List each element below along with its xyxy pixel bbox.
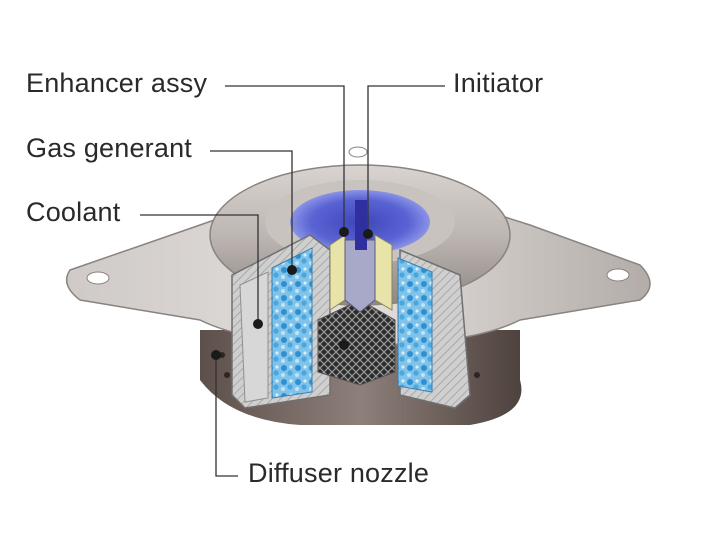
coolant-layer	[239, 271, 269, 403]
dot-mesh	[339, 340, 349, 350]
leader-diffuser	[215, 355, 238, 477]
dot-gas	[287, 265, 297, 275]
leader-lines	[140, 85, 445, 477]
label-initiator: Initiator	[453, 68, 544, 98]
dot-enhancer	[339, 227, 349, 237]
mounting-hole	[348, 146, 368, 158]
label-diffuser-nozzle: Diffuser nozzle	[248, 458, 430, 488]
gas-generant-right	[397, 257, 433, 393]
label-coolant: Coolant	[26, 197, 121, 227]
gas-generant-left	[271, 247, 313, 399]
leader-enhancer	[225, 85, 345, 230]
leader-coolant	[140, 214, 259, 322]
dot-initiator	[363, 229, 373, 239]
nozzle-hole	[474, 372, 480, 378]
enhancer-assy	[344, 239, 376, 313]
mounting-hole	[86, 271, 110, 285]
initiator-body	[355, 200, 367, 250]
leader-initiator	[367, 85, 445, 232]
nozzle-hole	[224, 372, 230, 378]
dot-coolant	[253, 319, 263, 329]
cutaway-section	[231, 200, 471, 409]
leader-gas	[210, 150, 293, 268]
leader-dots	[211, 227, 373, 360]
dot-diffuser	[211, 350, 221, 360]
label-gas-generant: Gas generant	[26, 133, 193, 163]
mounting-hole	[606, 268, 630, 282]
label-enhancer-assy: Enhancer assy	[26, 68, 208, 98]
